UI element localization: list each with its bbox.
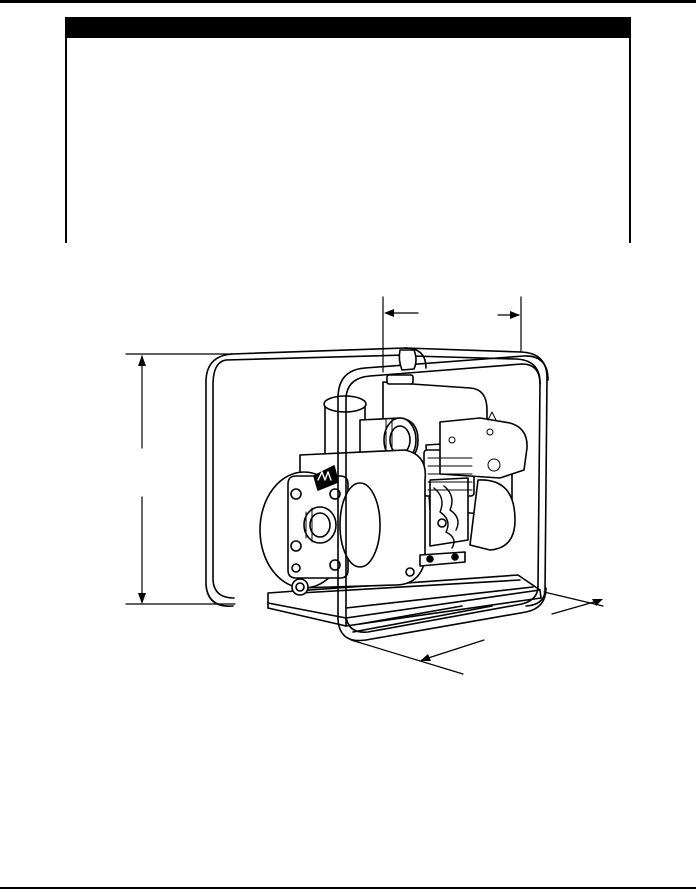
width-arrow-right-icon bbox=[592, 599, 603, 606]
specifications-panel bbox=[65, 17, 631, 243]
specifications-header-bar bbox=[65, 17, 631, 38]
pump-dimensions-figure bbox=[120, 285, 610, 680]
length-dimension bbox=[382, 296, 522, 373]
engine-switch-icon bbox=[487, 458, 501, 472]
panel-left-border bbox=[65, 38, 67, 243]
length-arrow-right-icon bbox=[510, 311, 520, 319]
width-dimension bbox=[350, 591, 604, 675]
frame-front bbox=[337, 349, 549, 642]
width-arrow-left-icon bbox=[420, 654, 431, 661]
top-rule bbox=[0, 0, 696, 3]
pump-volute bbox=[259, 449, 447, 596]
height-arrow-up-icon bbox=[138, 355, 146, 366]
engine-mount bbox=[419, 551, 466, 567]
bottom-rule bbox=[0, 887, 696, 889]
pump-illustration bbox=[125, 296, 604, 675]
height-dimension bbox=[125, 353, 236, 605]
length-arrow-left-icon bbox=[384, 309, 394, 317]
engine-details bbox=[427, 411, 501, 549]
panel-right-border bbox=[629, 38, 631, 243]
air-cleaner-icon bbox=[439, 417, 528, 479]
base-rails bbox=[267, 574, 542, 633]
fuel-cap-icon bbox=[386, 374, 414, 385]
height-arrow-down-icon bbox=[138, 593, 146, 604]
